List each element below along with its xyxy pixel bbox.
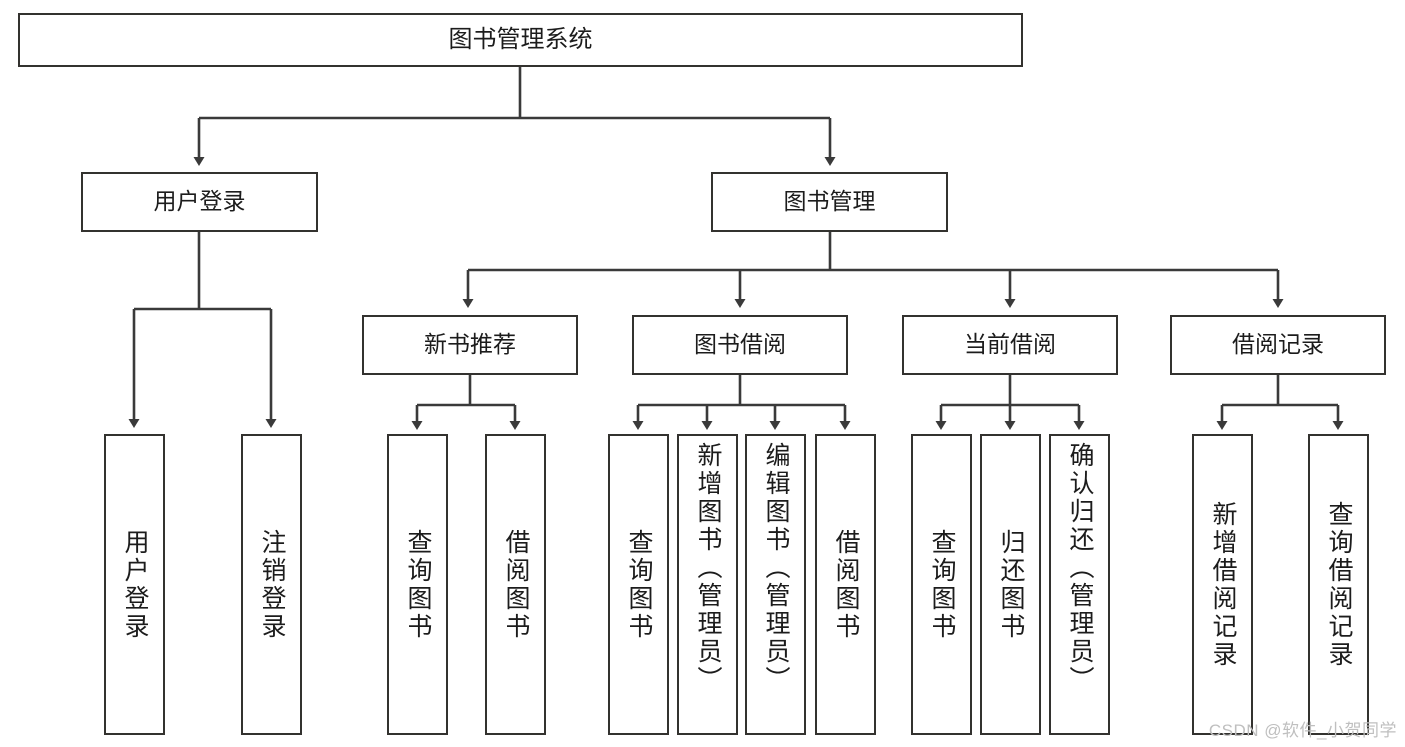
- node-label: 图书管理系统: [448, 25, 593, 53]
- csdn-watermark: CSDN @软件_小贺同学: [1208, 721, 1397, 740]
- node-label: 图书管理: [783, 188, 876, 215]
- leaf-borrow-record-query-record[interactable]: 查询借阅记录: [1308, 434, 1369, 735]
- leaf-current-borrow-confirm-return-admin[interactable]: 确认归还（管理员）: [1049, 434, 1110, 735]
- node-book-borrow[interactable]: 图书借阅: [632, 315, 848, 375]
- node-label: 归还图书: [997, 528, 1025, 641]
- node-label: 新增借阅记录: [1209, 500, 1237, 669]
- leaf-new-book-borrow-book[interactable]: 借阅图书: [485, 434, 546, 735]
- node-book-management[interactable]: 图书管理: [711, 172, 948, 232]
- node-new-book-recommend[interactable]: 新书推荐: [362, 315, 578, 375]
- node-label: 查询图书: [404, 528, 432, 641]
- node-label: 注销登录: [258, 528, 286, 641]
- leaf-user-login-logout[interactable]: 注销登录: [241, 434, 302, 735]
- leaf-book-borrow-edit-book-admin[interactable]: 编辑图书（管理员）: [745, 434, 806, 735]
- leaf-book-borrow-query-book[interactable]: 查询图书: [608, 434, 669, 735]
- node-root-book-management-system[interactable]: 图书管理系统: [18, 13, 1023, 67]
- node-user-login[interactable]: 用户登录: [81, 172, 318, 232]
- leaf-new-book-query-book[interactable]: 查询图书: [387, 434, 448, 735]
- leaf-borrow-record-add-record[interactable]: 新增借阅记录: [1192, 434, 1253, 735]
- node-label: 查询图书: [928, 528, 956, 641]
- leaf-current-borrow-return-book[interactable]: 归还图书: [980, 434, 1041, 735]
- leaf-book-borrow-add-book-admin[interactable]: 新增图书（管理员）: [677, 434, 738, 735]
- leaf-current-borrow-query-book[interactable]: 查询图书: [911, 434, 972, 735]
- node-label: 借阅图书: [832, 528, 860, 641]
- node-label: 确认归还（管理员）: [1066, 442, 1094, 694]
- node-label: 借阅记录: [1232, 331, 1324, 358]
- node-label: 编辑图书（管理员）: [762, 442, 790, 694]
- node-label: 查询图书: [625, 528, 653, 641]
- node-label: 查询借阅记录: [1325, 500, 1353, 669]
- leaf-user-login-login[interactable]: 用户登录: [104, 434, 165, 735]
- node-label: 新增图书（管理员）: [694, 442, 722, 694]
- node-label: 新书推荐: [424, 331, 516, 358]
- node-label: 用户登录: [153, 188, 246, 215]
- node-current-borrow[interactable]: 当前借阅: [902, 315, 1118, 375]
- node-label: 图书借阅: [694, 331, 786, 358]
- node-label: 借阅图书: [502, 528, 530, 641]
- node-label: 用户登录: [121, 528, 149, 641]
- node-borrow-record[interactable]: 借阅记录: [1170, 315, 1386, 375]
- node-label: 当前借阅: [964, 331, 1056, 358]
- leaf-book-borrow-borrow-book[interactable]: 借阅图书: [815, 434, 876, 735]
